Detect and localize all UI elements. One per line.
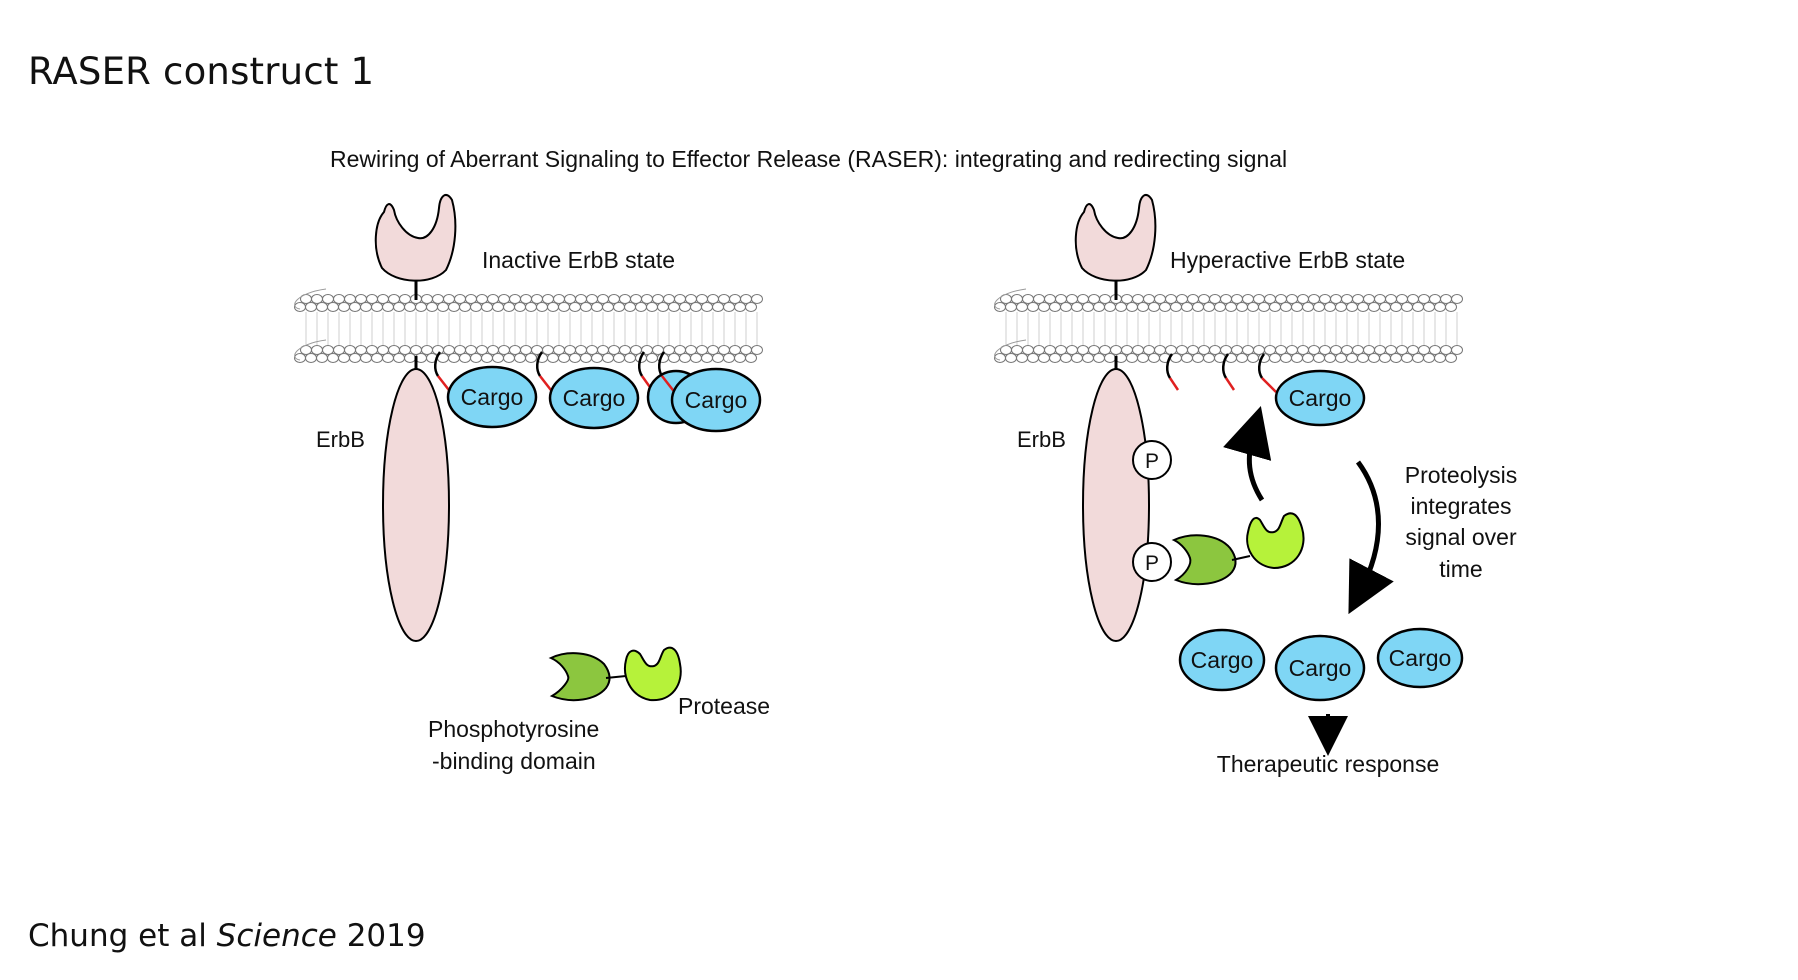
ptb-label-line1: Phosphotyrosine bbox=[428, 716, 599, 742]
up-arrow bbox=[1223, 405, 1272, 502]
released-cargo-3: Cargo bbox=[1376, 627, 1464, 689]
citation: Chung et al Science 2019 bbox=[28, 918, 426, 954]
protease-label: Protease bbox=[678, 693, 770, 719]
ligand-binding-domain-left bbox=[374, 193, 457, 282]
tethered-cargo-3: Cargo bbox=[638, 351, 762, 433]
cargo-label: Cargo bbox=[685, 387, 748, 413]
tethered-cargo-right: Cargo bbox=[1274, 369, 1366, 427]
slide-title: RASER construct 1 bbox=[28, 50, 375, 93]
released-cargo-2: Cargo bbox=[1274, 634, 1366, 702]
ptb-protease-fusion bbox=[548, 646, 682, 702]
outcome-label: Therapeutic response bbox=[1217, 751, 1439, 777]
membrane-left bbox=[294, 288, 763, 363]
released-cargo-1: Cargo bbox=[1178, 628, 1266, 692]
membrane-right bbox=[994, 288, 1463, 363]
citation-year: 2019 bbox=[336, 918, 426, 954]
citation-journal: Science bbox=[216, 918, 337, 954]
svg-text:P: P bbox=[1145, 552, 1159, 575]
erbb-receptor-right bbox=[1082, 368, 1150, 642]
svg-text:Cargo: Cargo bbox=[1289, 655, 1352, 681]
cleaved-linkers bbox=[1166, 353, 1277, 393]
ptb-domain-shape bbox=[548, 652, 611, 702]
diagram-heading: Rewiring of Aberrant Signaling to Effect… bbox=[330, 146, 1287, 172]
inactive-state-label: Inactive ErbB state bbox=[482, 247, 675, 273]
ptb-label-line2: -binding domain bbox=[432, 748, 596, 774]
tethered-cargo-2: Cargo bbox=[536, 351, 640, 430]
erbb-label-left: ErbB bbox=[316, 427, 365, 452]
bound-ptb-protease bbox=[1171, 512, 1305, 586]
process-label-1: Proteolysis bbox=[1405, 462, 1517, 488]
left-panel: ErbB Inactive ErbB state Cargo Cargo Car… bbox=[294, 193, 770, 774]
down-curved-arrow bbox=[1348, 460, 1394, 615]
erbb-label-right: ErbB bbox=[1017, 427, 1066, 452]
ligand-binding-domain-right bbox=[1074, 193, 1157, 282]
hyperactive-state-label: Hyperactive ErbB state bbox=[1170, 247, 1405, 273]
right-panel: ErbB Hyperactive ErbB state P P bbox=[994, 193, 1517, 777]
erbb-receptor-left bbox=[382, 368, 450, 642]
tethered-cargo-1: Cargo bbox=[434, 351, 538, 429]
phosphotyrosine-1: P bbox=[1132, 440, 1172, 480]
svg-text:Cargo: Cargo bbox=[1389, 645, 1452, 671]
protease-shape bbox=[624, 646, 682, 702]
process-label-2: integrates bbox=[1410, 493, 1511, 519]
phosphotyrosine-2: P bbox=[1132, 542, 1172, 582]
citation-authors: Chung et al bbox=[28, 918, 217, 954]
process-label-4: time bbox=[1439, 556, 1482, 582]
svg-text:Cargo: Cargo bbox=[1289, 385, 1352, 411]
svg-text:P: P bbox=[1145, 450, 1159, 473]
cargo-label: Cargo bbox=[461, 384, 524, 410]
process-label-3: signal over bbox=[1405, 524, 1517, 550]
cargo-label: Cargo bbox=[563, 385, 626, 411]
svg-text:Cargo: Cargo bbox=[1191, 647, 1254, 673]
